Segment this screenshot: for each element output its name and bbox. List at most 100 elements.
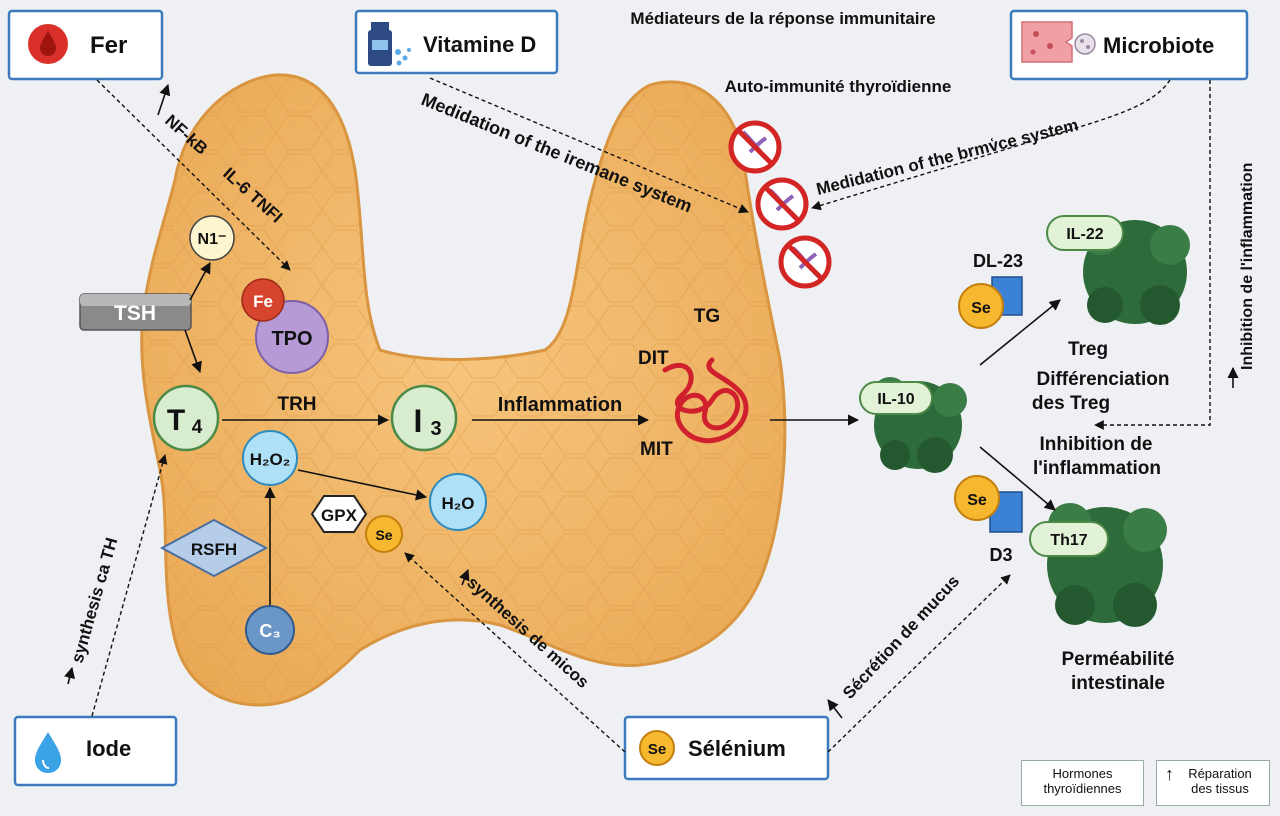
tsh-label: TSH <box>114 302 156 325</box>
gpx-selenium-label: Se <box>375 527 392 543</box>
up-arrow-nfkb <box>157 83 171 116</box>
mit-label: MIT <box>640 439 673 460</box>
source-box-iode: Iode <box>13 715 178 787</box>
dl23-selenium-label: Se <box>971 300 991 317</box>
vitd-to-autoimmunity-arrow <box>429 77 749 214</box>
d3-label: D3 <box>989 545 1012 565</box>
inhibition-vertical-label: Inhibition de l'inflammation <box>1239 163 1256 370</box>
mucus-up-arrow <box>827 699 843 719</box>
diff-treg-line2: des Treg <box>1032 393 1110 414</box>
treg-label: Treg <box>1068 339 1108 360</box>
rsfh-node: RSFH <box>159 518 269 578</box>
i3-node <box>390 384 458 452</box>
fe-label: Fe <box>253 292 273 311</box>
th17-badge: Th17 <box>1029 521 1109 557</box>
microbiote-to-autoimmunity-arrow <box>811 79 1171 211</box>
dl23-selenium-node <box>958 283 1004 329</box>
selenium-to-d3-arrow <box>827 574 1011 753</box>
t4-label: T <box>167 404 185 437</box>
th17-label: Th17 <box>1050 532 1087 549</box>
il10-to-il22-arrow <box>979 299 1061 366</box>
n1-label: N1⁻ <box>198 231 227 248</box>
permeabilite-line2: intestinale <box>1071 673 1165 694</box>
il10-badge: IL-10 <box>859 381 933 415</box>
t4-subscript: 4 <box>192 417 203 438</box>
il10-label: IL-10 <box>877 391 914 408</box>
legend-hormones-line2: thyroïdiennes <box>1043 781 1122 796</box>
tsh-to-t4-arrow <box>184 329 202 374</box>
selenium-icon-label: Se <box>648 741 666 758</box>
autoantibody-blocked-icon-1 <box>728 120 782 174</box>
t4-node <box>152 384 220 452</box>
dit-label: DIT <box>638 348 669 369</box>
auto-immunite-title: Auto-immunité thyroïdienne <box>725 77 952 96</box>
secretion-mucus-label: Sécrétion de mucus <box>839 572 963 703</box>
h2o2-label: H₂O₂ <box>250 450 291 469</box>
fer-label: Fer <box>90 32 127 59</box>
tsh-to-n1-arrow <box>189 262 211 301</box>
vitamine-d-label: Vitamine D <box>423 32 536 57</box>
gut-microbiota-icon <box>1021 21 1096 63</box>
water-drop-icon <box>35 732 61 773</box>
thyroglobulin-icon <box>662 357 749 444</box>
dl23-label: DL-23 <box>973 251 1023 271</box>
tsh-receptor: TSH <box>79 293 192 331</box>
selenium-label: Sélénium <box>688 736 786 761</box>
fer-to-fe-arrow <box>96 79 291 271</box>
il10-to-th17-arrow <box>979 446 1056 511</box>
source-box-selenium: Se Sélénium <box>623 715 830 781</box>
microbiote-label: Microbiote <box>1103 33 1214 58</box>
gpx-label: GPX <box>321 506 358 525</box>
legend-reparation-line2: des tissus <box>1191 781 1249 796</box>
tg-label: TG <box>694 306 720 327</box>
selenium-to-gpx-arrow <box>404 552 626 753</box>
il22-badge: IL-22 <box>1046 215 1124 251</box>
fe-node <box>241 278 285 322</box>
micos-up-arrow <box>459 568 470 586</box>
blood-drop-icon <box>28 24 68 64</box>
inflammation-label: Inflammation <box>498 394 622 416</box>
synthesis-th-label: synthesis ca TH <box>68 535 122 665</box>
gpx-enzyme: GPX <box>310 495 368 533</box>
h2o2-to-h2o-arrow <box>297 469 428 501</box>
legend-hormones: Hormones thyroïdiennes <box>1021 760 1144 806</box>
i3-label: I <box>414 403 423 439</box>
iode-to-t4-arrow <box>91 454 168 717</box>
c3-node <box>245 605 295 655</box>
i3-subscript: 3 <box>430 418 441 440</box>
gpx-selenium-node <box>365 515 403 553</box>
inhibition-vertical-arrow <box>1094 80 1211 430</box>
source-box-microbiote: Microbiote <box>1009 9 1249 81</box>
autoantibody-blocked-icon-2 <box>755 177 809 231</box>
tpo-label: TPO <box>271 328 312 350</box>
il22-label: IL-22 <box>1066 226 1103 243</box>
tpo-node <box>255 300 329 374</box>
legend-hormones-line1: Hormones <box>1052 766 1113 781</box>
c3-label: C₃ <box>259 621 280 641</box>
up-arrow-icon: ↑ <box>1165 764 1174 784</box>
source-box-fer: Fer <box>7 9 164 81</box>
thyroid-gland <box>140 73 787 707</box>
n1-node <box>189 215 235 261</box>
inhibition-line2: l'inflammation <box>1033 458 1161 479</box>
iode-label: Iode <box>86 736 131 761</box>
selenium-icon <box>639 730 675 766</box>
h2o2-node <box>242 430 298 486</box>
permeabilite-line1: Perméabilité <box>1062 649 1175 670</box>
inhibition-line1: Inhibition de <box>1040 434 1153 455</box>
trh-label: TRH <box>277 394 316 415</box>
rsfh-label: RSFH <box>191 540 237 559</box>
diff-treg-line1: Différenciation <box>1036 369 1169 390</box>
synthesis-up-arrow <box>64 666 75 685</box>
legend-reparation: ↑ Réparation des tissus <box>1156 760 1270 806</box>
h2o-label: H₂O <box>441 494 474 513</box>
d3-selenium-label: Se <box>967 492 987 509</box>
source-box-vitamine-d: Vitamine D <box>354 9 559 75</box>
mediateurs-title: Médiateurs de la réponse immunitaire <box>630 9 935 28</box>
medidation-brmvce-label: Medidation of the brmv͑ce system <box>814 115 1080 199</box>
h2o-node <box>429 473 487 531</box>
d3-selenium-node <box>954 475 1000 521</box>
supplement-bottle-icon <box>368 22 411 66</box>
autoantibody-blocked-icon-3 <box>778 235 832 289</box>
